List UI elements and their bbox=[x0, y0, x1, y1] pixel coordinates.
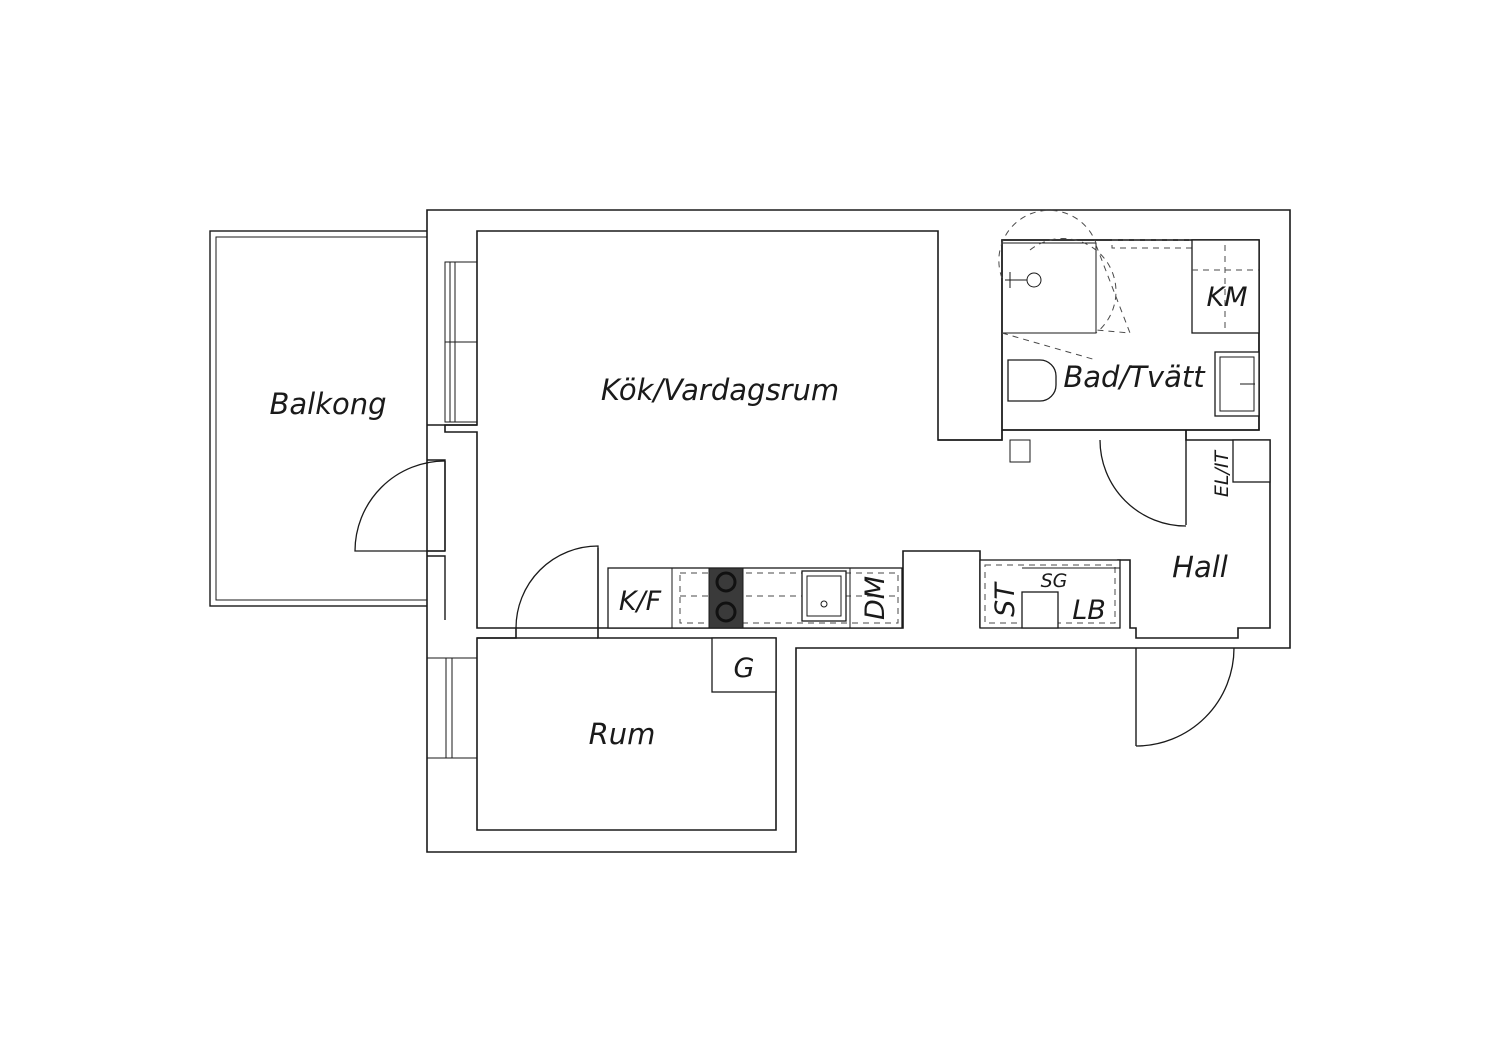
kitchen-counter bbox=[607, 567, 903, 629]
fixture-label-stadskap: ST bbox=[990, 581, 1021, 617]
fixture-label-tvattmaskin: KM bbox=[1206, 282, 1247, 313]
fixture-label-diskmaskin: DM bbox=[860, 576, 891, 620]
bathroom bbox=[998, 209, 1260, 463]
hall-storage bbox=[979, 439, 1271, 629]
windows bbox=[426, 261, 478, 759]
wardrobe bbox=[711, 637, 777, 693]
fixture-label-linneskap: LB bbox=[1072, 595, 1106, 626]
fixture-label-skohylla: SG bbox=[1041, 570, 1068, 592]
fixture-label-kyl-frys: K/F bbox=[619, 586, 662, 617]
room-label-kok-vardagsrum: Kök/Vardagsrum bbox=[601, 373, 839, 407]
outer-wall bbox=[426, 209, 1291, 853]
fixture-label-garderob: G bbox=[734, 653, 755, 684]
fixture-label-el-it: EL/IT bbox=[1211, 450, 1233, 498]
room-label-rum: Rum bbox=[589, 717, 656, 751]
doors bbox=[354, 439, 1235, 747]
room-label-balkong: Balkong bbox=[269, 387, 386, 421]
room-label-bad-tvatt: Bad/Tvätt bbox=[1063, 360, 1206, 394]
room-label-hall: Hall bbox=[1172, 550, 1228, 584]
